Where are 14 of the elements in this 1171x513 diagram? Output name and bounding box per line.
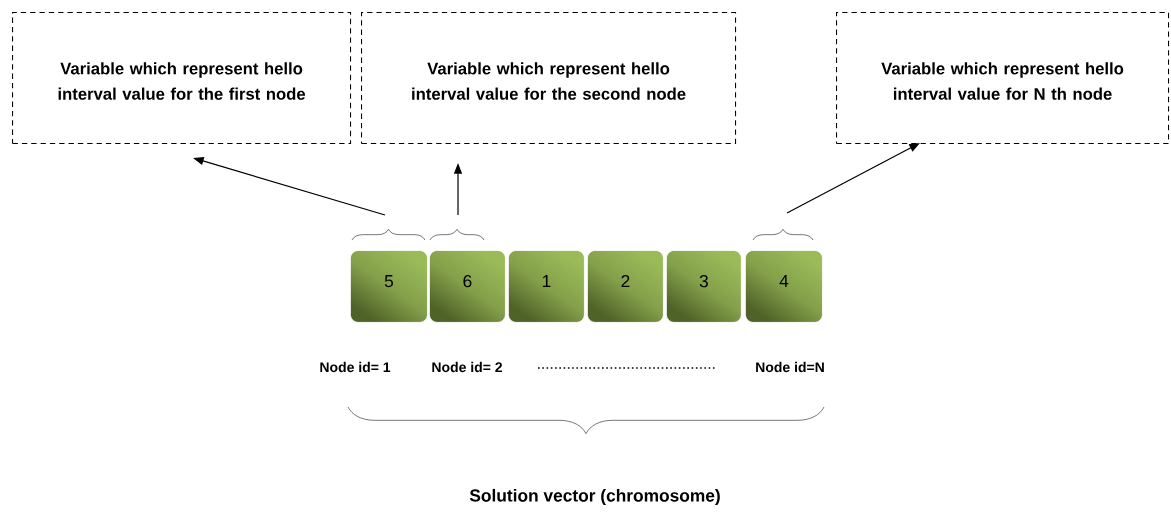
node-id-label: Node id= 2	[432, 361, 502, 373]
gene-box: 3	[666, 250, 742, 323]
gene-box: 6	[429, 250, 506, 323]
arrow	[786, 143, 920, 214]
gene-box: 1	[508, 250, 585, 323]
node-id-label: Node id= 1	[320, 361, 391, 373]
gene-box: 2	[587, 250, 664, 323]
description-box: Variable which represent hello interval value for the second node	[361, 12, 737, 144]
gene-box: 4	[745, 250, 823, 323]
description-box: Variable which represent hello interval value for the first node	[12, 12, 352, 144]
caption-text: Solution vector (chromosome)	[469, 488, 720, 506]
node-id-label: Node id=N	[756, 361, 824, 373]
description-box: Variable which represent hello interval value for N th node	[836, 12, 1170, 144]
gene-box: 5	[350, 250, 428, 323]
